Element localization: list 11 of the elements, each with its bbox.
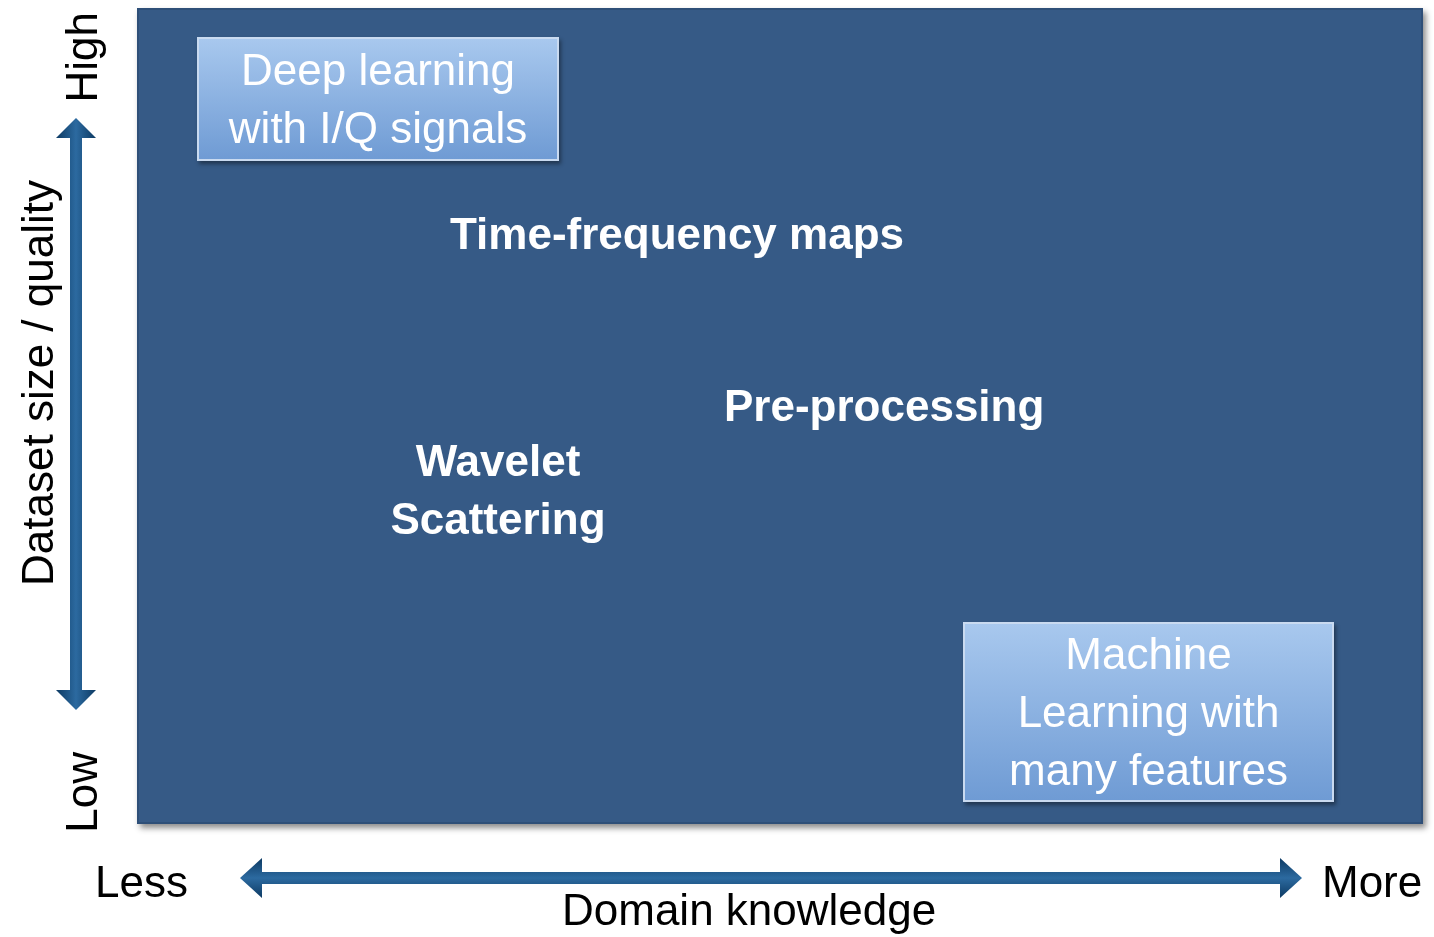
method-label: Pre-processing [724,382,1045,431]
method-box: Machine Learning with many features [963,622,1334,802]
axis-label: More [1322,858,1423,907]
method-label: Time-frequency maps [450,210,904,259]
axis-title: Dataset size / quality [14,180,63,586]
method-label: Wavelet Scattering [389,435,607,545]
axis-label: Low [58,752,107,833]
method-box: Deep learning with I/Q signals [197,37,559,161]
axis-label: High [58,12,107,103]
axis-label: Less [95,858,188,907]
axis-title: Domain knowledge [562,886,937,935]
